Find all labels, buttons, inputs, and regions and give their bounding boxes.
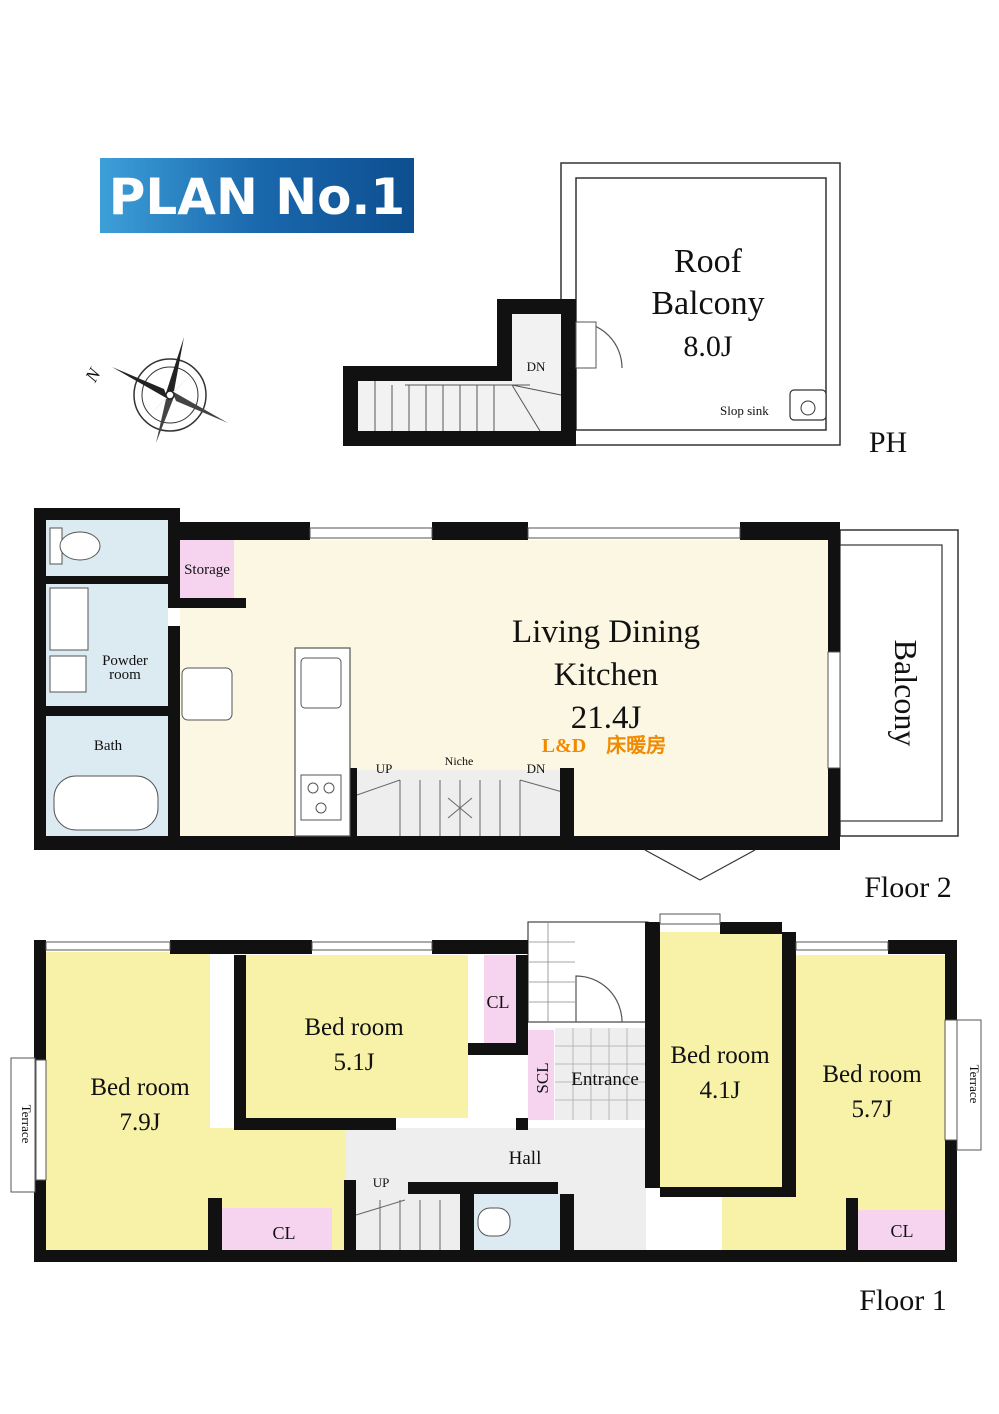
floor-1: Bed room 7.9J Bed room 5.1J Bed room 4.1… <box>10 913 982 1317</box>
closet-d-label: CL <box>890 1221 913 1241</box>
entrance-tiles <box>555 1028 645 1120</box>
bedroom-d-area: 5.7J <box>852 1096 893 1123</box>
compass-north-label: N <box>81 364 105 386</box>
powder-room-label-1: Powder <box>102 653 148 669</box>
bedroom-a <box>46 952 210 1250</box>
bedroom-d <box>795 955 945 1250</box>
porch <box>527 921 649 1023</box>
stove-icon <box>300 774 342 821</box>
f1-stairs <box>355 1199 441 1250</box>
slop-sink-icon <box>789 389 827 421</box>
entrance-door[interactable] <box>575 975 623 1023</box>
f1-stair-up: UP <box>373 1175 390 1190</box>
bedroom-c-label: Bed room <box>670 1042 770 1069</box>
hall-label: Hall <box>509 1148 542 1169</box>
shoe-closet-label: SCL <box>533 1062 552 1093</box>
bedroom-c-area: 4.1J <box>700 1077 741 1104</box>
bath-label: Bath <box>94 738 123 754</box>
slop-sink-label: Slop sink <box>720 403 769 418</box>
roof-balcony-area: 8.0J <box>683 330 733 363</box>
roof-balcony-label: Roof <box>674 243 743 280</box>
balcony-label: Balcony <box>888 640 924 747</box>
floor-2-label: Floor 2 <box>864 871 952 904</box>
ph-floor-label: PH <box>869 426 907 459</box>
terrace-left <box>10 1057 36 1193</box>
floor-2: Living Dining Kitchen 21.4J L&D 床暖房 Stor… <box>34 508 959 904</box>
terrace-left-label: Terrace <box>19 1105 34 1144</box>
closet-b <box>484 955 516 1043</box>
f2-stairs <box>356 779 574 836</box>
bathtub-icon <box>53 775 159 831</box>
floor-1-label: Floor 1 <box>859 1284 947 1317</box>
fridge <box>181 667 233 721</box>
compass-icon <box>112 337 228 443</box>
closet-a <box>222 1208 332 1250</box>
bedroom-d-label: Bed room <box>822 1061 922 1088</box>
niche-label: Niche <box>445 754 474 768</box>
washer-icon <box>49 655 87 693</box>
closet-a-label: CL <box>272 1223 295 1243</box>
bedroom-a-area: 7.9J <box>120 1109 161 1136</box>
bedroom-b-label: Bed room <box>304 1014 404 1041</box>
bedroom-a-label: Bed room <box>90 1074 190 1101</box>
entrance-label: Entrance <box>571 1069 639 1090</box>
f2-stair-up: UP <box>376 761 393 776</box>
powder-room-label-2: room <box>109 667 141 683</box>
toilet-icon <box>49 527 101 565</box>
sink-icon <box>300 657 342 709</box>
shoe-closet <box>528 1030 554 1120</box>
f2-walls <box>34 508 840 850</box>
f1-walls <box>34 922 957 1262</box>
ldk-label-2: Kitchen <box>554 657 658 693</box>
bedroom-b <box>246 955 468 1118</box>
ph-stair-dn: DN <box>527 359 546 374</box>
bedroom-b-area: 5.1J <box>334 1049 375 1076</box>
f2-stair-dn: DN <box>527 761 546 776</box>
toilet-icon-f1 <box>477 1207 511 1237</box>
storage-label: Storage <box>184 562 230 578</box>
washbasin-icon <box>49 587 89 651</box>
entrance <box>555 1028 645 1120</box>
ph-stair-walls <box>343 299 576 446</box>
bedroom-c <box>660 932 782 1187</box>
roof-balcony-label-2: Balcony <box>651 285 764 322</box>
terrace-right <box>956 1019 982 1151</box>
f2-windows <box>309 527 841 769</box>
roof-balcony-inner <box>575 177 827 431</box>
plan-title: PLAN No.1 <box>109 168 405 226</box>
ldk-floor-heating-note: L&D 床暖房 <box>542 733 666 757</box>
storage-room <box>180 540 234 598</box>
ldk-label-1: Living Dining <box>512 614 700 650</box>
ph-stairs <box>374 381 562 432</box>
closet-d <box>858 1210 945 1250</box>
terrace-right-label: Terrace <box>967 1065 982 1104</box>
ldk-area: 21.4J <box>571 700 642 736</box>
title-banner: PLAN No.1 <box>100 158 414 233</box>
ph-floor: DN Slop sink Roof Balcony 8.0J PH <box>343 162 907 459</box>
closet-b-label: CL <box>486 992 509 1012</box>
